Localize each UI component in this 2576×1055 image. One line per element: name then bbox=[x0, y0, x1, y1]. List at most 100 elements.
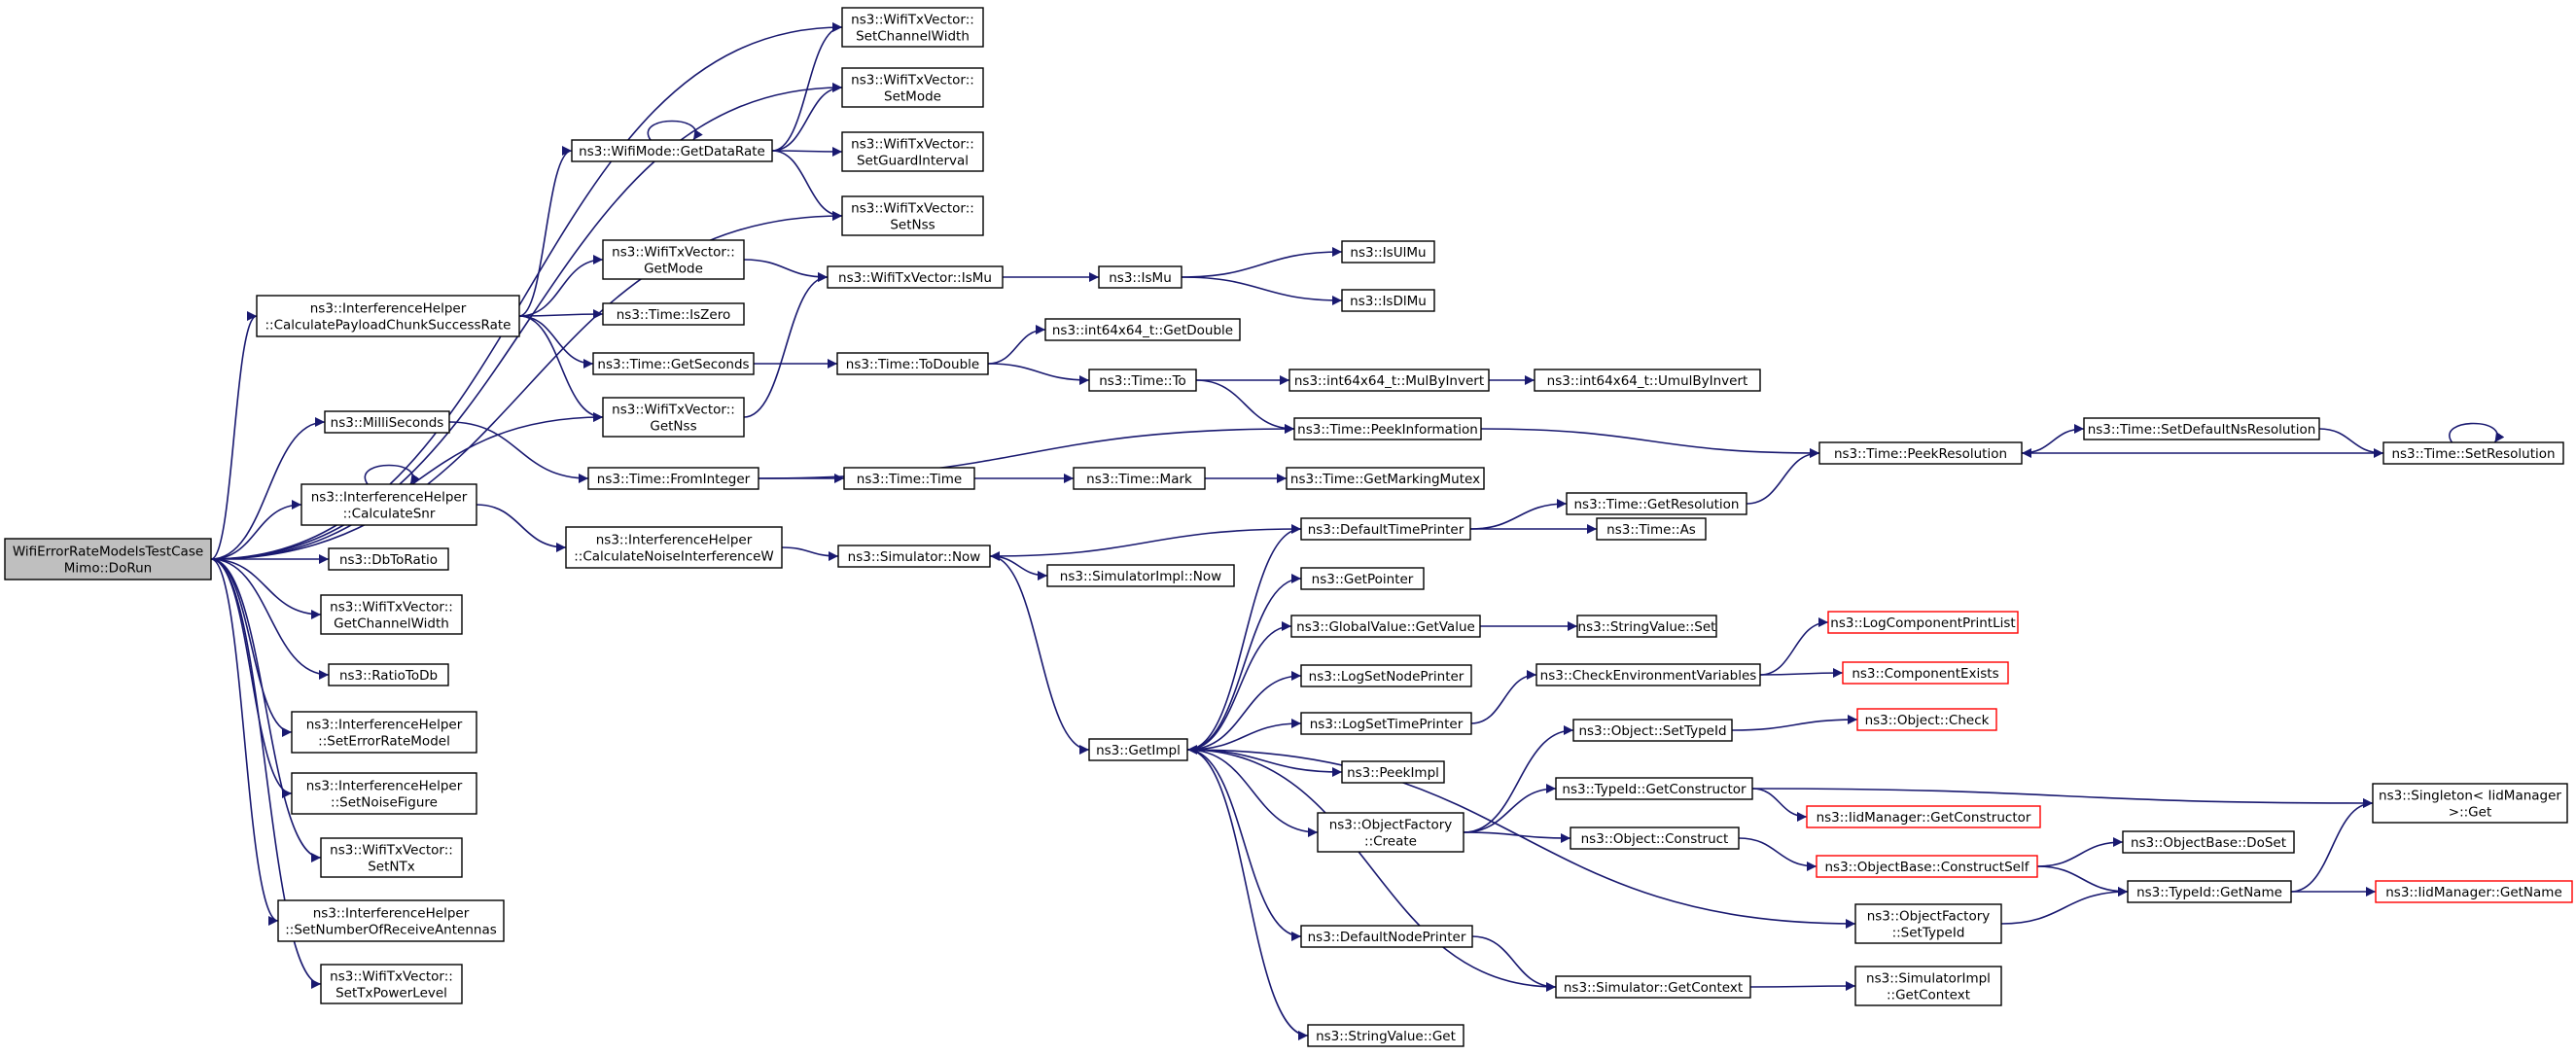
node-set-channel-width[interactable]: ns3::WifiTxVector::SetChannelWidth bbox=[841, 7, 984, 48]
node-box bbox=[1555, 975, 1751, 999]
node-label: ns3::WifiTxVector:: bbox=[851, 13, 974, 28]
node-db-to-ratio[interactable]: ns3::DbToRatio bbox=[328, 547, 449, 571]
node-peek-information[interactable]: ns3::Time::PeekInformation bbox=[1293, 417, 1482, 440]
node-ratio-to-db[interactable]: ns3::RatioToDb bbox=[328, 663, 449, 686]
node-is-mu-v[interactable]: ns3::WifiTxVector::IsMu bbox=[827, 265, 1004, 289]
node-box bbox=[1290, 615, 1481, 638]
node-is-zero[interactable]: ns3::Time::IsZero bbox=[602, 302, 745, 326]
node-is-ul-mu[interactable]: ns3::IsUlMu bbox=[1341, 240, 1435, 264]
node-iid-get-name[interactable]: ns3::IidManager::GetName bbox=[2375, 880, 2573, 903]
node-calc-noise[interactable]: ns3::InterferenceHelper::CalculateNoiseI… bbox=[565, 526, 783, 569]
node-set-nss[interactable]: ns3::WifiTxVector::SetNss bbox=[841, 195, 984, 236]
node-obj-set-type-id[interactable]: ns3::Object::SetTypeId bbox=[1572, 719, 1733, 742]
edge-calc-payload-to-get-data-rate bbox=[518, 146, 573, 317]
node-get-nss[interactable]: ns3::WifiTxVector::GetNss bbox=[602, 397, 745, 438]
node-time-time[interactable]: ns3::Time::Time bbox=[843, 467, 975, 490]
node-get-mode[interactable]: ns3::WifiTxVector::GetMode bbox=[602, 239, 745, 280]
node-ob-construct-self[interactable]: ns3::ObjectBase::ConstructSelf bbox=[1816, 855, 2038, 878]
node-sv-get[interactable]: ns3::StringValue::Get bbox=[1307, 1024, 1464, 1047]
node-box bbox=[1300, 925, 1473, 948]
node-i64-get-double[interactable]: ns3::int64x64_t::GetDouble bbox=[1044, 318, 1241, 341]
node-get-impl[interactable]: ns3::GetImpl bbox=[1088, 738, 1188, 761]
node-box bbox=[291, 772, 477, 815]
node-label: ns3::WifiTxVector:: bbox=[851, 137, 974, 153]
node-label: SetMode bbox=[884, 89, 941, 105]
node-tid-get-name[interactable]: ns3::TypeId::GetName bbox=[2127, 880, 2292, 903]
edge-is-mu-to-is-ul-mu bbox=[1181, 247, 1343, 278]
node-check-env-vars[interactable]: ns3::CheckEnvironmentVariables bbox=[1535, 663, 1761, 686]
node-label: ns3::TypeId::GetName bbox=[2136, 885, 2282, 900]
node-set-mode[interactable]: ns3::WifiTxVector::SetMode bbox=[841, 67, 984, 108]
node-box bbox=[1341, 760, 1445, 784]
node-box bbox=[256, 295, 520, 337]
node-box bbox=[277, 899, 505, 942]
node-set-guard-interval[interactable]: ns3::WifiTxVector::SetGuardInterval bbox=[841, 131, 984, 172]
node-def-node-printer[interactable]: ns3::DefaultNodePrinter bbox=[1300, 925, 1473, 948]
node-time-to[interactable]: ns3::Time::To bbox=[1088, 369, 1197, 392]
edge-time-to-to-peek-information bbox=[1195, 379, 1295, 434]
node-get-pointer[interactable]: ns3::GetPointer bbox=[1300, 567, 1425, 590]
node-set-noise-figure[interactable]: ns3::InterferenceHelper::SetNoiseFigure bbox=[291, 772, 477, 815]
node-box bbox=[1856, 708, 1997, 731]
node-label: ns3::InterferenceHelper bbox=[596, 533, 753, 548]
node-label: ns3::Time::PeekInformation bbox=[1297, 422, 1478, 438]
node-iid-get-constructor[interactable]: ns3::IidManager::GetConstructor bbox=[1806, 805, 2041, 828]
node-calc-snr[interactable]: ns3::InterferenceHelper::CalculateSnr bbox=[300, 483, 477, 526]
node-tid-get-constructor[interactable]: ns3::TypeId::GetConstructor bbox=[1555, 777, 1753, 800]
node-of-create[interactable]: ns3::ObjectFactory::Create bbox=[1317, 812, 1464, 853]
node-component-exists[interactable]: ns3::ComponentExists bbox=[1842, 661, 2009, 685]
node-get-marking-mutex[interactable]: ns3::Time::GetMarkingMutex bbox=[1286, 467, 1485, 490]
node-box bbox=[602, 397, 745, 438]
node-box bbox=[841, 7, 984, 48]
node-set-error-rate-model[interactable]: ns3::InterferenceHelper::SetErrorRateMod… bbox=[291, 711, 477, 754]
node-get-resolution[interactable]: ns3::Time::GetResolution bbox=[1566, 492, 1747, 515]
node-peek-impl[interactable]: ns3::PeekImpl bbox=[1341, 760, 1445, 784]
node-sv-set[interactable]: ns3::StringValue::Set bbox=[1576, 615, 1717, 638]
node-set-resolution[interactable]: ns3::Time::SetResolution bbox=[2382, 441, 2564, 465]
node-label: ns3::RatioToDb bbox=[339, 668, 438, 684]
edge-def-time-printer-to-get-resolution bbox=[1469, 499, 1568, 530]
node-umul-by-invert[interactable]: ns3::int64x64_t::UmulByInvert bbox=[1534, 369, 1761, 392]
node-box bbox=[1300, 712, 1472, 735]
node-box bbox=[328, 547, 449, 571]
node-time-as[interactable]: ns3::Time::As bbox=[1596, 517, 1707, 541]
node-label: ns3::GlobalValue::GetValue bbox=[1296, 619, 1475, 635]
node-get-data-rate[interactable]: ns3::WifiMode::GetDataRate bbox=[571, 139, 773, 162]
node-is-dl-mu[interactable]: ns3::IsDlMu bbox=[1341, 289, 1435, 312]
node-box bbox=[2127, 880, 2292, 903]
node-log-set-time-printer[interactable]: ns3::LogSetTimePrinter bbox=[1300, 712, 1472, 735]
node-log-comp-print-list[interactable]: ns3::LogComponentPrintList bbox=[1827, 611, 2019, 634]
edge-of-create-to-obj-construct bbox=[1463, 831, 1571, 843]
node-set-ntx[interactable]: ns3::WifiTxVector::SetNTx bbox=[320, 837, 463, 878]
edge-calc-payload-to-is-zero bbox=[518, 309, 604, 320]
node-label: ns3::GetImpl bbox=[1096, 743, 1181, 758]
node-gv-get-value[interactable]: ns3::GlobalValue::GetValue bbox=[1290, 615, 1481, 638]
node-to-double[interactable]: ns3::Time::ToDouble bbox=[836, 352, 989, 375]
node-singleton-get[interactable]: ns3::Singleton< IidManager>::Get bbox=[2372, 783, 2568, 824]
node-is-mu[interactable]: ns3::IsMu bbox=[1098, 265, 1182, 289]
node-of-set-type-id[interactable]: ns3::ObjectFactory::SetTypeId bbox=[1854, 903, 2002, 944]
node-log-set-node-printer[interactable]: ns3::LogSetNodePrinter bbox=[1300, 664, 1472, 687]
node-def-time-printer[interactable]: ns3::DefaultTimePrinter bbox=[1300, 517, 1471, 541]
node-time-mark[interactable]: ns3::Time::Mark bbox=[1073, 467, 1206, 490]
node-sim-get-context[interactable]: ns3::Simulator::GetContext bbox=[1555, 975, 1751, 999]
node-get-seconds[interactable]: ns3::Time::GetSeconds bbox=[592, 352, 755, 375]
edge-do-run-to-ratio-to-db bbox=[210, 558, 330, 680]
node-calc-payload[interactable]: ns3::InterferenceHelper::CalculatePayloa… bbox=[256, 295, 520, 337]
node-sim-impl-now[interactable]: ns3::SimulatorImpl::Now bbox=[1046, 564, 1235, 587]
node-peek-resolution[interactable]: ns3::Time::PeekResolution bbox=[1818, 441, 2023, 465]
node-ob-do-set[interactable]: ns3::ObjectBase::DoSet bbox=[2122, 830, 2295, 854]
node-get-channel-width[interactable]: ns3::WifiTxVector::GetChannelWidth bbox=[320, 594, 463, 635]
node-label: ::GetContext bbox=[1887, 988, 1970, 1003]
node-milli-seconds[interactable]: ns3::MilliSeconds bbox=[324, 410, 450, 434]
node-set-tx-power-level[interactable]: ns3::WifiTxVector::SetTxPowerLevel bbox=[320, 964, 463, 1004]
node-mul-by-invert[interactable]: ns3::int64x64_t::MulByInvert bbox=[1288, 369, 1490, 392]
node-sim-impl-get-context[interactable]: ns3::SimulatorImpl::GetContext bbox=[1854, 966, 2002, 1006]
node-obj-construct[interactable]: ns3::Object::Construct bbox=[1570, 826, 1740, 850]
node-set-num-rx-ant[interactable]: ns3::InterferenceHelper::SetNumberOfRece… bbox=[277, 899, 505, 942]
node-set-default-ns-res[interactable]: ns3::Time::SetDefaultNsResolution bbox=[2083, 417, 2320, 440]
node-sim-now[interactable]: ns3::Simulator::Now bbox=[837, 545, 991, 568]
node-obj-check[interactable]: ns3::Object::Check bbox=[1856, 708, 1997, 731]
node-from-integer[interactable]: ns3::Time::FromInteger bbox=[587, 467, 759, 490]
